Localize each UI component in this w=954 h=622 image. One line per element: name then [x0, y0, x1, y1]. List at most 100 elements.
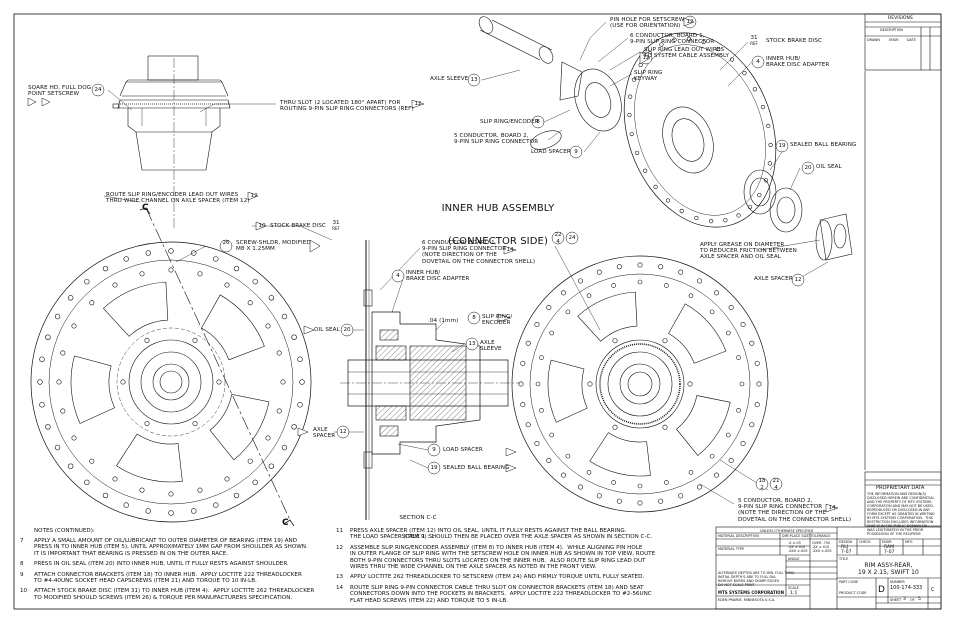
- disc-window: [201, 294, 265, 361]
- disc-vent-hole: [168, 267, 174, 273]
- balloon-4-mid: 4: [396, 273, 400, 279]
- disc-vent-hole: [84, 479, 90, 486]
- balloon-4-lower: 4: [774, 485, 778, 491]
- disc-vent-hole: [276, 350, 282, 356]
- callout-ball-bearing-mid: SEALED BALL BEARING: [443, 465, 510, 471]
- disc-vent-hole: [60, 350, 66, 356]
- disc-vent-hole: [535, 381, 541, 387]
- disc-vent-hole: [678, 269, 684, 275]
- disc-window: [70, 355, 115, 424]
- disc-vent-hole: [213, 256, 219, 262]
- disc-vent-hole: [749, 340, 755, 346]
- balloon-24-right: 24: [568, 235, 576, 241]
- disc-vent-hole: [54, 444, 61, 451]
- balloon-4-right: 4: [556, 239, 560, 245]
- tb-date1: 7-07: [841, 550, 852, 555]
- disc-vent-hole: [586, 293, 592, 298]
- disc-vent-hole: [112, 476, 118, 482]
- disc-vent-hole: [89, 458, 95, 464]
- disc-vent-hole: [247, 458, 253, 464]
- note-number: 10: [20, 588, 28, 595]
- disc-vent-hole: [577, 484, 583, 490]
- balloon-18: 18: [758, 478, 766, 484]
- balloon-19-mid: 19: [430, 465, 438, 471]
- callout-shoulder-screw: SCREW-SHLDR, MODIFIED M8 X 1.25MM: [236, 240, 311, 253]
- disc-vent-hole: [534, 440, 540, 446]
- disc-window: [589, 432, 651, 477]
- disc-vent-hole: [596, 269, 602, 275]
- disc-vent-hole: [56, 379, 62, 385]
- disc-window: [668, 303, 727, 364]
- balloon-10: 10: [258, 223, 266, 229]
- tb-engr: RAM: [884, 545, 895, 550]
- disc-vent-hole: [736, 213, 741, 218]
- title-block: [715, 526, 942, 610]
- bolt-hole: [587, 381, 593, 387]
- disc-vent-hole: [233, 265, 240, 272]
- bolt-hole: [144, 421, 150, 427]
- disc-vent-hole: [659, 42, 664, 47]
- disc-vent-hole: [265, 435, 271, 441]
- disc-vent-hole: [45, 424, 51, 430]
- note-text: APPLY A SMALL AMOUNT OF OIL/LUBRICANT TO…: [34, 538, 308, 557]
- callout-axle-sleeve-top: AXLE SLEEVE: [430, 76, 469, 82]
- balloon-4-top: 4: [756, 59, 760, 65]
- tb-angle: ANGLE: [788, 557, 800, 561]
- disc-vent-hole: [549, 330, 554, 336]
- disc-window: [116, 433, 183, 483]
- bolt-hole: [144, 337, 150, 343]
- disc-vent-hole: [709, 218, 714, 224]
- section-c-c-view: [340, 240, 520, 520]
- disc-vent-hole: [728, 305, 734, 311]
- disc-vent-hole: [67, 463, 74, 469]
- balloon-21: 21: [772, 478, 780, 484]
- disc-vent-hole: [191, 250, 197, 256]
- balloon-31-mid: 31: [332, 220, 340, 226]
- tb-unless: UNLESS OTHERWISE SPECIFIED: [760, 529, 814, 533]
- disc-vent-hole: [39, 402, 45, 408]
- disc-vent-hole: [643, 168, 648, 173]
- callout-inner-hub-mid: INNER HUB/ BRAKE DISC ADAPTER: [406, 270, 470, 283]
- disc-vent-hole: [276, 408, 282, 414]
- note-text: PRESS AXLE SPACER (ITEM 12) INTO OIL SEA…: [350, 528, 653, 541]
- note-number: 9: [20, 571, 24, 578]
- disc-vent-hole: [728, 457, 734, 463]
- disc-vent-hole: [102, 492, 109, 499]
- note-text: APPLY LOCTITE 262 THREADLOCKER TO SETSCR…: [350, 574, 645, 581]
- disc-vent-hole: [549, 432, 554, 438]
- callout-5-conductor-right: 5 CONDUCTOR, BOARD 2, 9-PIN SLIP RING CO…: [738, 498, 852, 523]
- revisions-block: [864, 13, 942, 71]
- disc-vent-hole: [84, 278, 90, 285]
- bolt-hole: [216, 379, 222, 385]
- disc-vent-hole: [145, 250, 151, 256]
- note-number: 11: [336, 528, 344, 534]
- disc-vent-hole: [757, 192, 762, 198]
- note-number: 7: [20, 538, 24, 544]
- disc-vent-hole: [145, 508, 151, 514]
- disc-vent-hole: [747, 204, 753, 210]
- disc-vent-hole: [754, 360, 760, 366]
- disc-vent-hole: [713, 290, 719, 296]
- disc-vent-hole: [740, 440, 746, 446]
- callout-axle-spacer-top: AXLE SPACER: [754, 276, 793, 282]
- disc-vent-hole: [740, 321, 746, 327]
- proprietary-title: PROPRIETARY DATA: [876, 485, 925, 491]
- disc-vent-hole: [281, 313, 288, 320]
- disc-vent-hole: [197, 487, 203, 493]
- disc-vent-hole: [678, 493, 684, 499]
- proprietary-block: [864, 471, 942, 527]
- disc-vent-hole: [696, 278, 702, 284]
- balloon-12-spacer: 12: [794, 277, 802, 283]
- balloon-31: 31: [750, 35, 758, 41]
- callout-oil-seal-mid: OIL SEAL: [314, 327, 340, 333]
- disc-vent-hole: [709, 309, 715, 315]
- callout-gap-dimension: .04 (1mm): [428, 318, 459, 324]
- balloon-9-mid: 9: [432, 447, 436, 453]
- disc-vent-hole: [45, 334, 51, 340]
- note-text: PRESS IN OIL SEAL (ITEM 20) INTO INNER H…: [34, 561, 289, 568]
- disc-vent-hole: [688, 293, 694, 298]
- disc-vent-hole: [252, 278, 258, 285]
- section-label: SECTION C-C SCALE 1 : 1: [392, 503, 444, 546]
- disc-vent-hole: [247, 300, 253, 306]
- disc-vent-hole: [637, 483, 643, 489]
